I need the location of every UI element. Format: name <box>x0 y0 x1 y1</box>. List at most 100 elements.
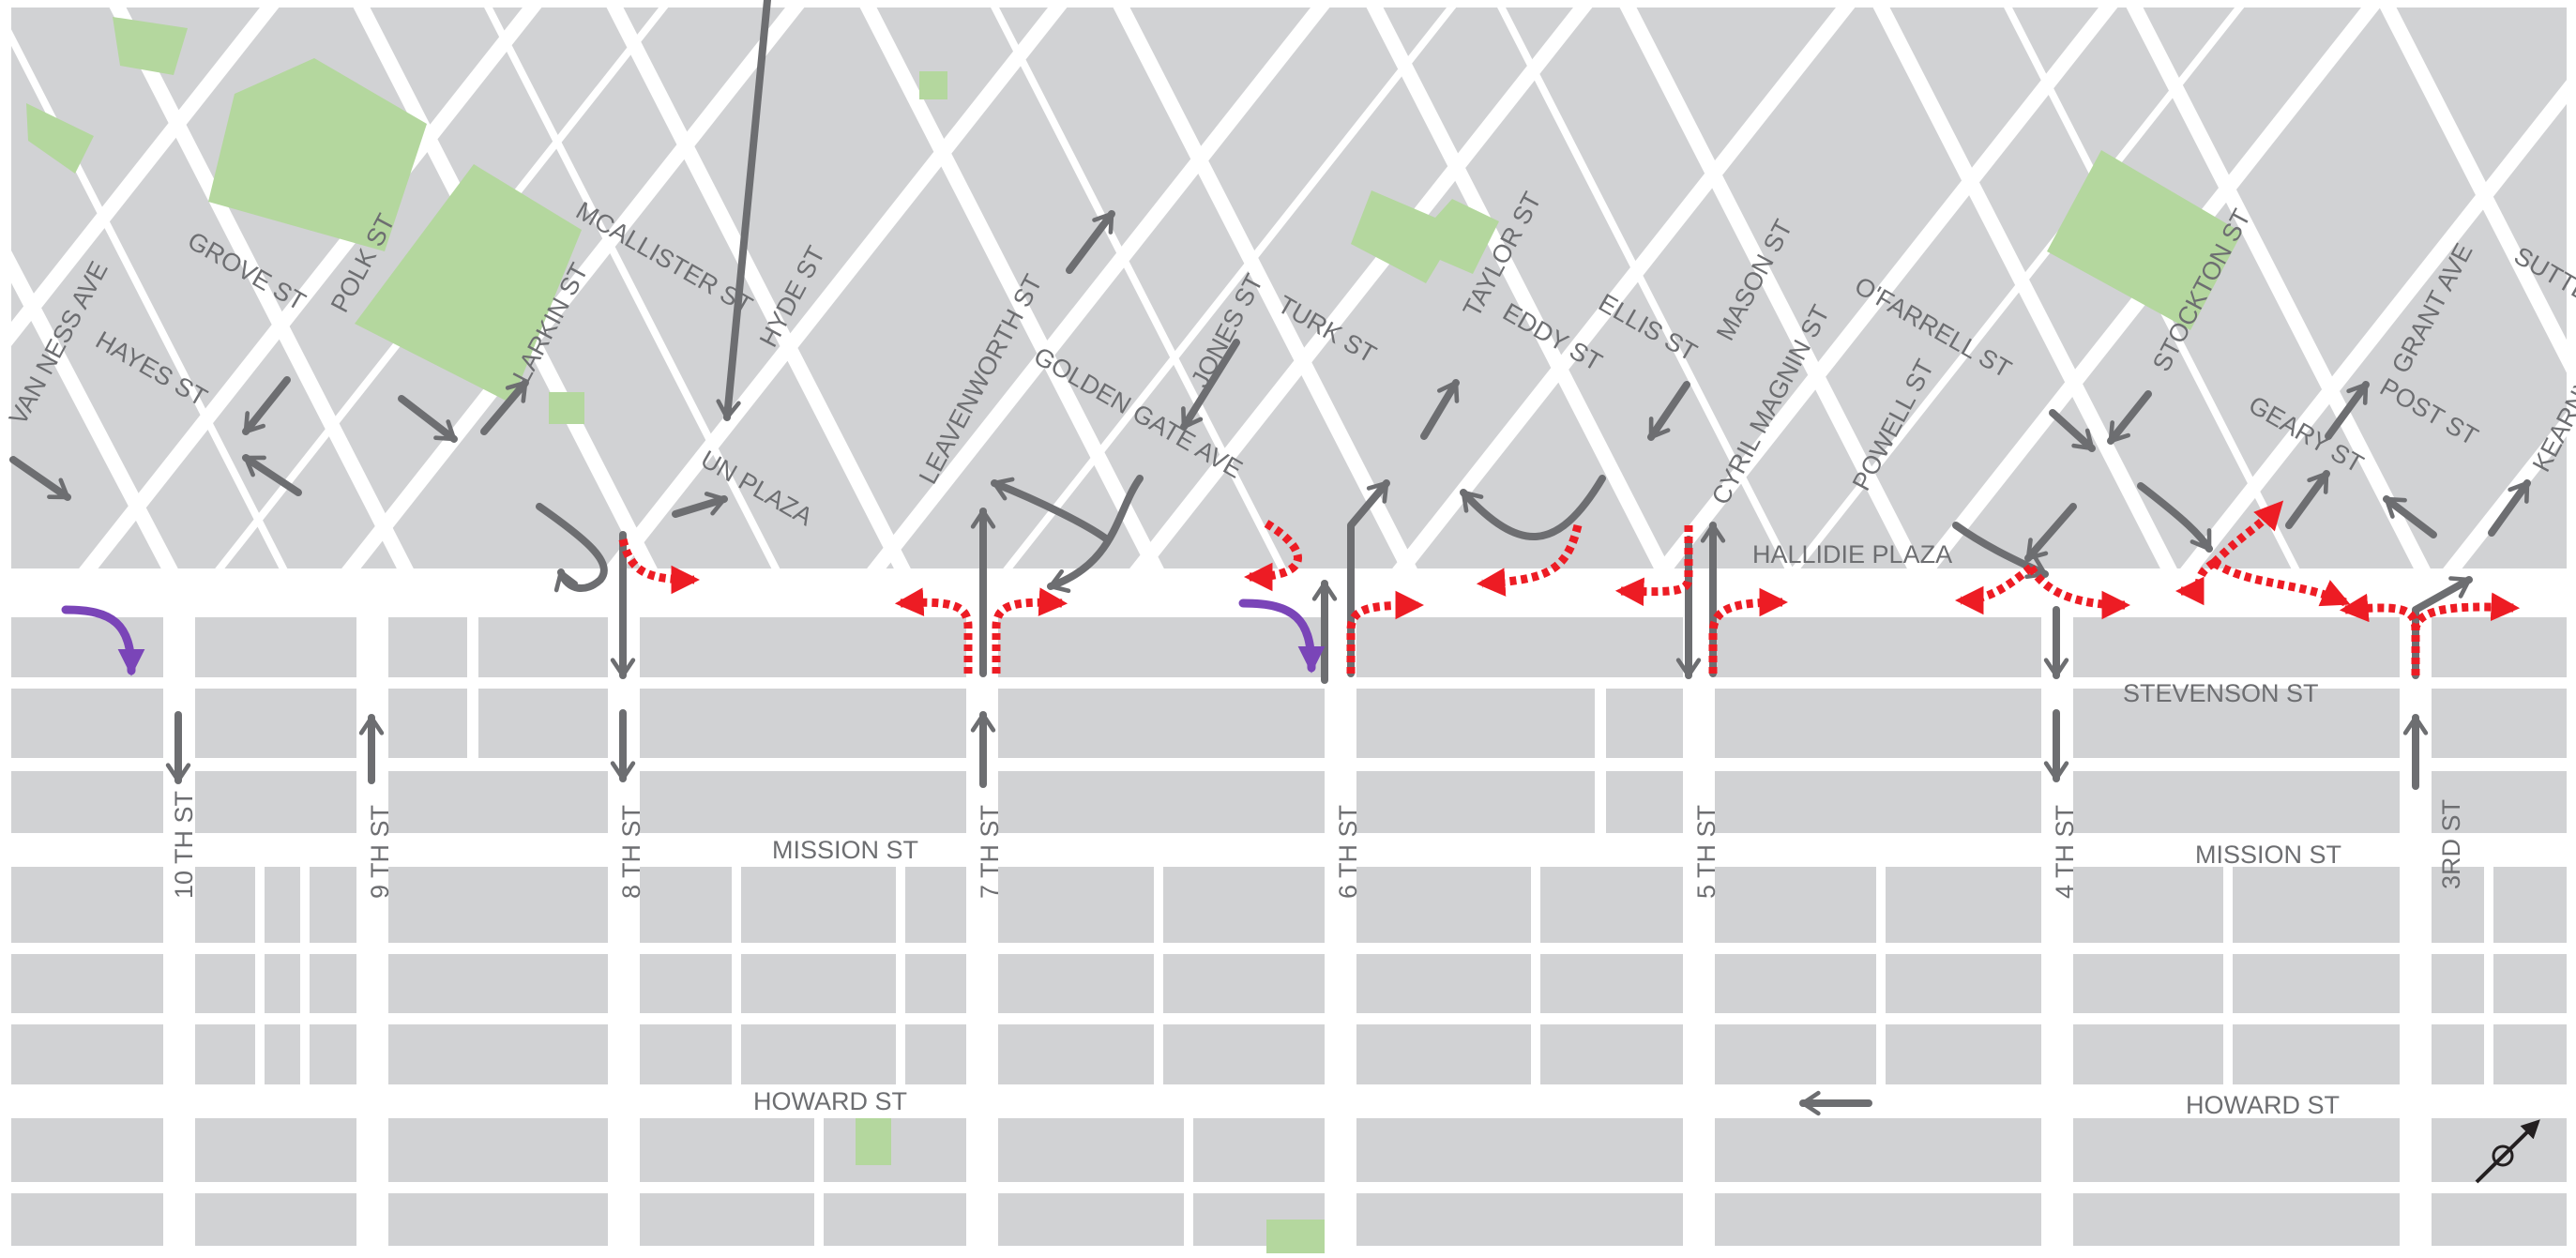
street-label: 10 TH ST <box>170 791 198 899</box>
gray-arrow-icon <box>536 503 608 593</box>
red-dashed-arrow-icon <box>1243 520 1302 592</box>
street-line <box>2433 400 2576 580</box>
street-label: 6 TH ST <box>1334 805 1362 899</box>
block-south-base <box>11 617 2567 1246</box>
alley-line <box>993 0 1462 580</box>
permitted-turns <box>61 599 1326 676</box>
street-line <box>856 0 1170 580</box>
gray-arrow-icon <box>242 376 291 435</box>
alley <box>1876 867 1886 1084</box>
alley <box>1184 1118 1193 1253</box>
gray-arrow-icon <box>2383 495 2437 538</box>
gray-arrow-icon <box>2024 503 2077 562</box>
red-dashed-arrow-icon <box>894 587 973 674</box>
street-9th <box>356 617 388 1253</box>
stevenson-alley <box>11 677 2567 689</box>
street-label: 3RD ST <box>2437 799 2465 889</box>
street-label: STEVENSON ST <box>2123 679 2319 707</box>
gray-arrow-icon <box>1066 210 1115 274</box>
alley <box>814 1118 824 1253</box>
gray-arrow-icon <box>716 0 771 421</box>
minna-alley <box>11 943 2567 954</box>
park-union-square <box>2047 150 2242 330</box>
gray-arrow-icon <box>9 456 71 501</box>
north-arrow-icon <box>2475 1119 2540 1184</box>
alley-line <box>1781 0 2250 580</box>
street-line <box>1383 0 1861 580</box>
alley-line <box>986 0 1293 580</box>
jessie-alley <box>11 758 2567 771</box>
alley <box>2484 867 2493 1084</box>
street-6th <box>1325 617 1356 1253</box>
street-label: MISSION ST <box>772 836 918 864</box>
gray-arrow-icon <box>2285 470 2330 529</box>
gray-arrow-icon <box>1047 475 1144 594</box>
park-civic-center-plaza <box>355 164 582 403</box>
gray-arrow-icon <box>672 492 728 518</box>
north-street-grid <box>0 0 2576 657</box>
street-3rd <box>2400 617 2432 1253</box>
street-5th <box>1683 617 1715 1253</box>
tehama-alley <box>11 1182 2567 1193</box>
street-line <box>2171 68 2576 580</box>
gray-arrow-icon <box>991 477 1111 543</box>
red-dashed-arrow-icon <box>2027 565 2131 620</box>
street-label: 7 TH ST <box>976 805 1004 899</box>
street-line <box>1869 0 2183 580</box>
gray-arrow-icon <box>1647 381 1690 441</box>
alley <box>1595 689 1606 833</box>
street-label: 8 TH ST <box>617 805 645 899</box>
street-label: HALLIDIE PLAZA <box>1752 540 1952 568</box>
street-line <box>69 0 548 580</box>
street-line <box>1615 0 1930 580</box>
gray-arrow-icon <box>398 395 458 443</box>
park-bottom <box>1266 1220 1325 1253</box>
alley-line <box>1493 0 1799 580</box>
street-label: MISSION ST <box>2195 841 2341 869</box>
alley <box>2223 867 2233 1084</box>
street-line <box>857 0 1336 580</box>
purple-turn-arrow-icon <box>61 605 145 676</box>
gray-arrow-icon <box>1180 339 1240 431</box>
red-dashed-arrow-icon <box>1476 523 1583 597</box>
street-line <box>0 229 185 580</box>
alley <box>732 867 741 1084</box>
alleys-north <box>0 0 2306 580</box>
street-line <box>1109 0 1423 580</box>
park-howard <box>856 1116 891 1165</box>
natoma-alley <box>11 1013 2567 1024</box>
park-upper-west <box>208 58 427 251</box>
park-boeddeker <box>1351 190 1499 283</box>
street-line <box>2375 0 2576 391</box>
gray-arrow-icon <box>242 454 302 496</box>
park-small-topleft <box>26 103 94 174</box>
park-small-plaza <box>549 392 584 424</box>
street-line <box>1362 0 1676 580</box>
street-line <box>1645 0 2124 580</box>
red-dashed-arrow-icon <box>2211 559 2351 607</box>
street-label: 4 TH ST <box>2051 805 2079 899</box>
street-line <box>0 0 285 361</box>
red-dashed-arrow-icon <box>1346 590 1425 674</box>
red-dashed-arrow-icon <box>992 587 1068 674</box>
red-dashed-arrow-icon <box>2174 559 2217 606</box>
parks <box>26 17 2242 1253</box>
howard-street <box>0 1084 2576 1118</box>
street-line <box>595 0 1073 580</box>
street-label: 5 TH ST <box>1692 805 1720 899</box>
north-arrow-shaft <box>2475 1119 2540 1184</box>
alley-line <box>0 7 294 580</box>
red-dashed-arrow-icon <box>2411 592 2521 675</box>
red-dashed-arrow-icon <box>1614 525 1693 607</box>
park-top-left <box>113 17 188 75</box>
alley <box>300 867 310 1084</box>
red-dashed-arrow-icon <box>1708 587 1789 674</box>
street-label: 9 TH ST <box>366 805 394 899</box>
red-dashed-arrow-icon <box>1954 564 2034 615</box>
gray-arrow-icon <box>2137 482 2213 553</box>
red-dashed-arrow-icon <box>618 538 701 595</box>
street-label: HOWARD ST <box>2186 1091 2340 1119</box>
street-line <box>2122 0 2436 580</box>
gray-arrow-icon <box>2107 390 2152 445</box>
